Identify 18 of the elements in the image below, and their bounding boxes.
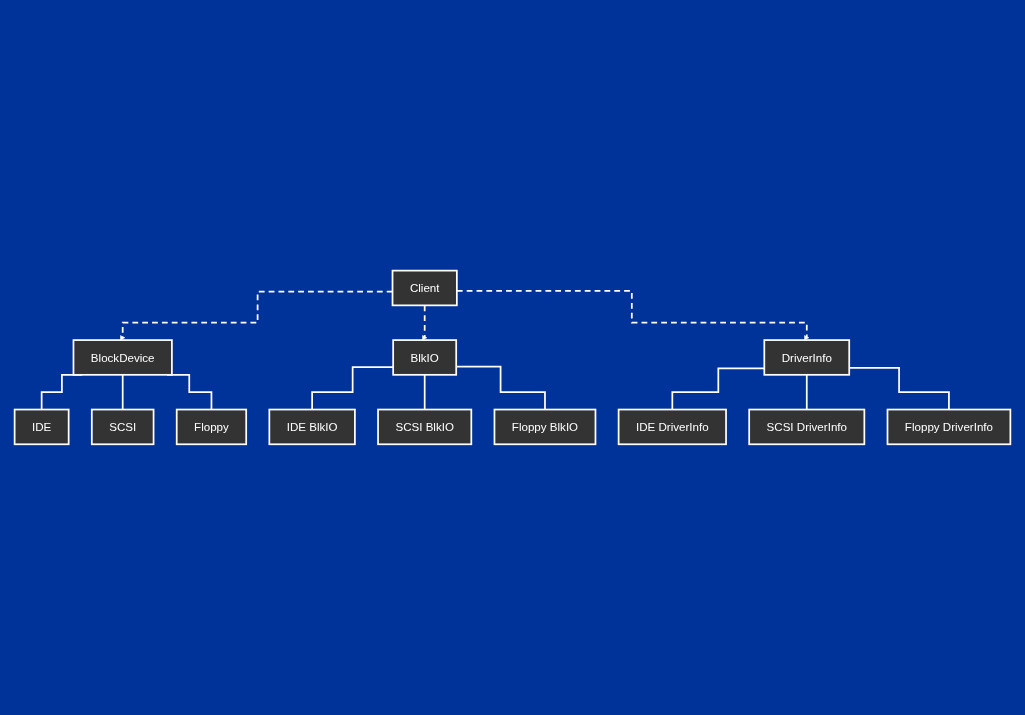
node-box: SCSI BlkIO — [377, 408, 473, 446]
node-box: DriverInfo — [763, 339, 851, 376]
node-box: Floppy BlkIO — [493, 408, 597, 446]
connector — [121, 374, 124, 411]
node-box: IDE DriverInfo — [617, 408, 727, 446]
arrow — [456, 290, 810, 341]
node-box: BlkIO — [392, 339, 458, 376]
connector — [805, 374, 808, 411]
node-box: IDE — [13, 408, 70, 446]
node-box: BlockDevice — [72, 339, 173, 376]
node-box: IDE BlkIO — [268, 408, 356, 446]
node-box: SCSI — [90, 408, 155, 446]
arrow — [422, 304, 428, 341]
node-box: Floppy DriverInfo — [886, 408, 1012, 446]
node-box: SCSI DriverInfo — [748, 408, 866, 446]
node-box: Client — [391, 269, 458, 307]
connector — [423, 374, 426, 411]
node-box: Floppy — [175, 408, 248, 446]
